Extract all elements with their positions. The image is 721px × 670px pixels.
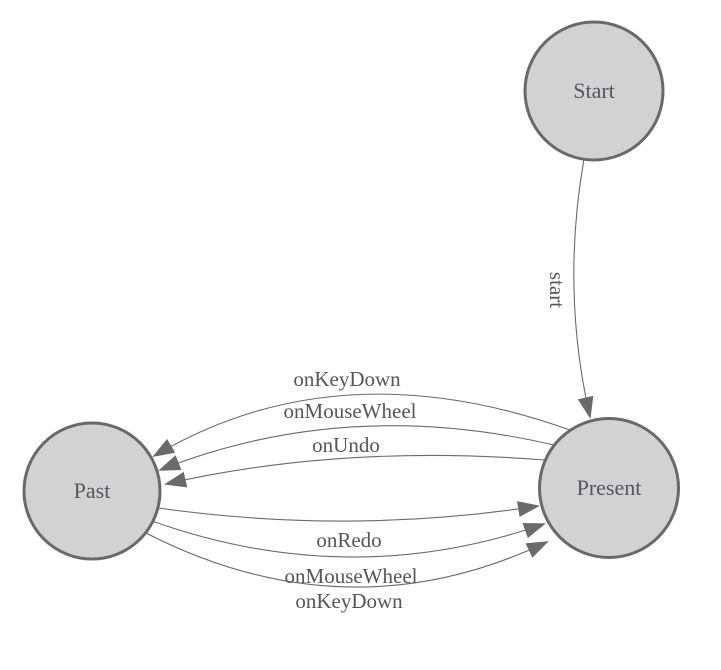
state-node-start-circle [523, 20, 665, 162]
state-node-past: Past [22, 421, 162, 561]
edge-label-onredo: onRedo [316, 528, 381, 552]
edge-present-to-past-onundo [164, 454, 546, 488]
edge-label-onmousewheel-bottom: onMouseWheel [285, 564, 418, 588]
state-node-start: Start [523, 20, 665, 162]
edge-label-onundo: onUndo [312, 433, 380, 457]
edge-label-start: start [545, 272, 569, 308]
state-node-present-circle [538, 417, 680, 559]
edge-label-onmousewheel-top: onMouseWheel [284, 399, 417, 423]
edge-label-onkeydown-bottom: onKeyDown [295, 589, 403, 613]
state-node-present-label: Present [577, 475, 642, 500]
edge-present-to-past-onkeydown [152, 393, 571, 458]
state-node-present: Present [538, 417, 680, 559]
edge-group [145, 158, 594, 588]
edge-label-group: start onKeyDown onMouseWheel onUndo onRe… [284, 272, 569, 613]
edge-label-onkeydown-top: onKeyDown [293, 367, 401, 391]
edge-start-to-present [573, 158, 594, 419]
edge-present-to-past-onmousewheel [158, 425, 555, 471]
edge-past-to-present-onkeydown [145, 532, 549, 588]
state-node-past-label: Past [74, 478, 111, 503]
state-node-start-label: Start [573, 78, 615, 103]
edge-past-to-present-onmousewheel [151, 520, 546, 558]
node-group: Start Present Past [22, 20, 680, 561]
state-node-past-circle [22, 421, 162, 561]
edge-past-to-present-onredo [157, 501, 540, 522]
